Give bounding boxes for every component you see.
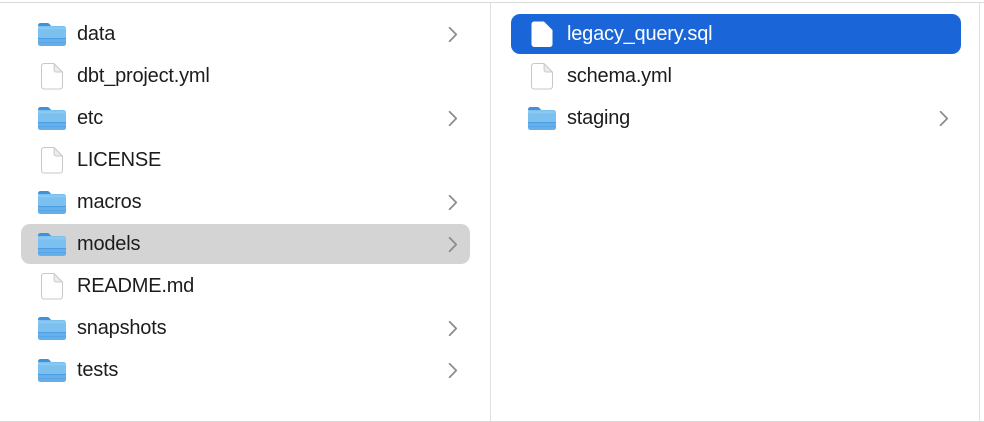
chevron-right-icon bbox=[448, 26, 458, 43]
folder-icon bbox=[37, 104, 67, 132]
list-item-license[interactable]: LICENSE bbox=[21, 140, 470, 180]
chevron-right-icon bbox=[939, 110, 949, 127]
chevron-right-icon bbox=[448, 110, 458, 127]
list-item-legacy-query-sql-selected[interactable]: legacy_query.sql bbox=[511, 14, 961, 54]
document-icon bbox=[37, 146, 67, 174]
list-item-etc[interactable]: etc bbox=[21, 98, 470, 138]
list-item-snapshots[interactable]: snapshots bbox=[21, 308, 470, 348]
item-label: tests bbox=[77, 358, 119, 381]
list-item-macros[interactable]: macros bbox=[21, 182, 470, 222]
list-item-schema-yml[interactable]: schema.yml bbox=[511, 56, 961, 96]
item-label: staging bbox=[567, 106, 631, 129]
folder-icon bbox=[37, 314, 67, 342]
chevron-right-icon bbox=[448, 194, 458, 211]
chevron-right-icon bbox=[448, 362, 458, 379]
list-item-dbt-project-yml[interactable]: dbt_project.yml bbox=[21, 56, 470, 96]
file-column-parent: data dbt_project.yml etc LICENSE bbox=[0, 3, 491, 421]
item-label: snapshots bbox=[77, 316, 167, 339]
item-label: legacy_query.sql bbox=[567, 22, 713, 45]
document-icon bbox=[37, 62, 67, 90]
folder-icon bbox=[37, 20, 67, 48]
folder-icon bbox=[37, 230, 67, 258]
item-label: models bbox=[77, 232, 141, 255]
folder-icon bbox=[37, 356, 67, 384]
file-column-children: legacy_query.sql schema.yml staging bbox=[491, 3, 980, 421]
item-label: macros bbox=[77, 190, 142, 213]
list-item-tests[interactable]: tests bbox=[21, 350, 470, 390]
item-label: README.md bbox=[77, 274, 195, 297]
document-icon bbox=[527, 20, 557, 48]
folder-icon bbox=[527, 104, 557, 132]
item-label: etc bbox=[77, 106, 104, 129]
document-icon bbox=[37, 272, 67, 300]
folder-icon bbox=[37, 188, 67, 216]
list-item-models-selected[interactable]: models bbox=[21, 224, 470, 264]
chevron-right-icon bbox=[448, 236, 458, 253]
document-icon bbox=[527, 62, 557, 90]
item-label: schema.yml bbox=[567, 64, 672, 87]
list-item-staging[interactable]: staging bbox=[511, 98, 961, 138]
list-item-readme-md[interactable]: README.md bbox=[21, 266, 470, 306]
list-item-data[interactable]: data bbox=[21, 14, 470, 54]
item-label: data bbox=[77, 22, 116, 45]
chevron-right-icon bbox=[448, 320, 458, 337]
item-label: LICENSE bbox=[77, 148, 162, 171]
empty-area bbox=[980, 3, 984, 421]
item-label: dbt_project.yml bbox=[77, 64, 210, 87]
